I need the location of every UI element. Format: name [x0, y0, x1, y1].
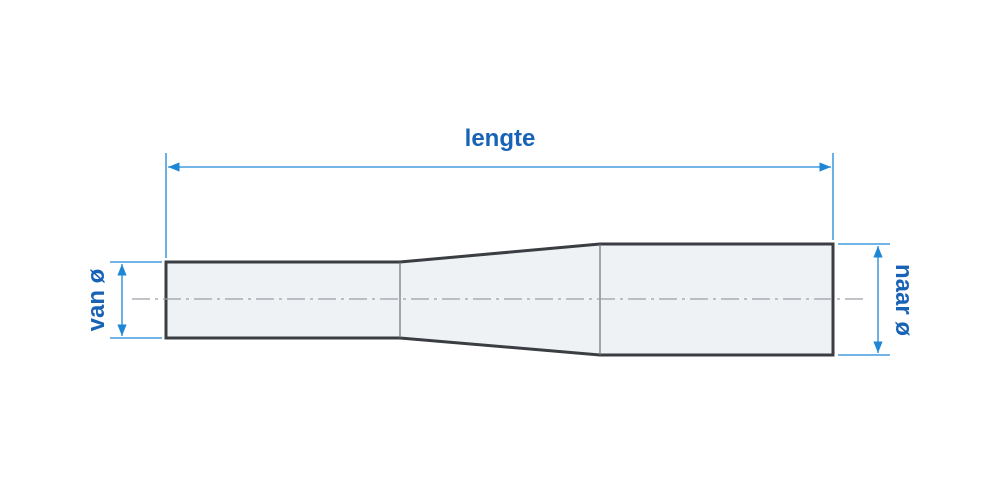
reducer-outline	[164, 242, 835, 357]
length-dimension	[165, 153, 834, 258]
from-diameter-label: van ø	[83, 268, 110, 331]
reducer-part	[164, 242, 835, 357]
to-diameter-label: naar ø	[890, 264, 917, 336]
length-label: lengte	[465, 125, 536, 152]
from-diameter-dimension	[110, 261, 162, 339]
to-diameter-dimension	[838, 243, 890, 356]
